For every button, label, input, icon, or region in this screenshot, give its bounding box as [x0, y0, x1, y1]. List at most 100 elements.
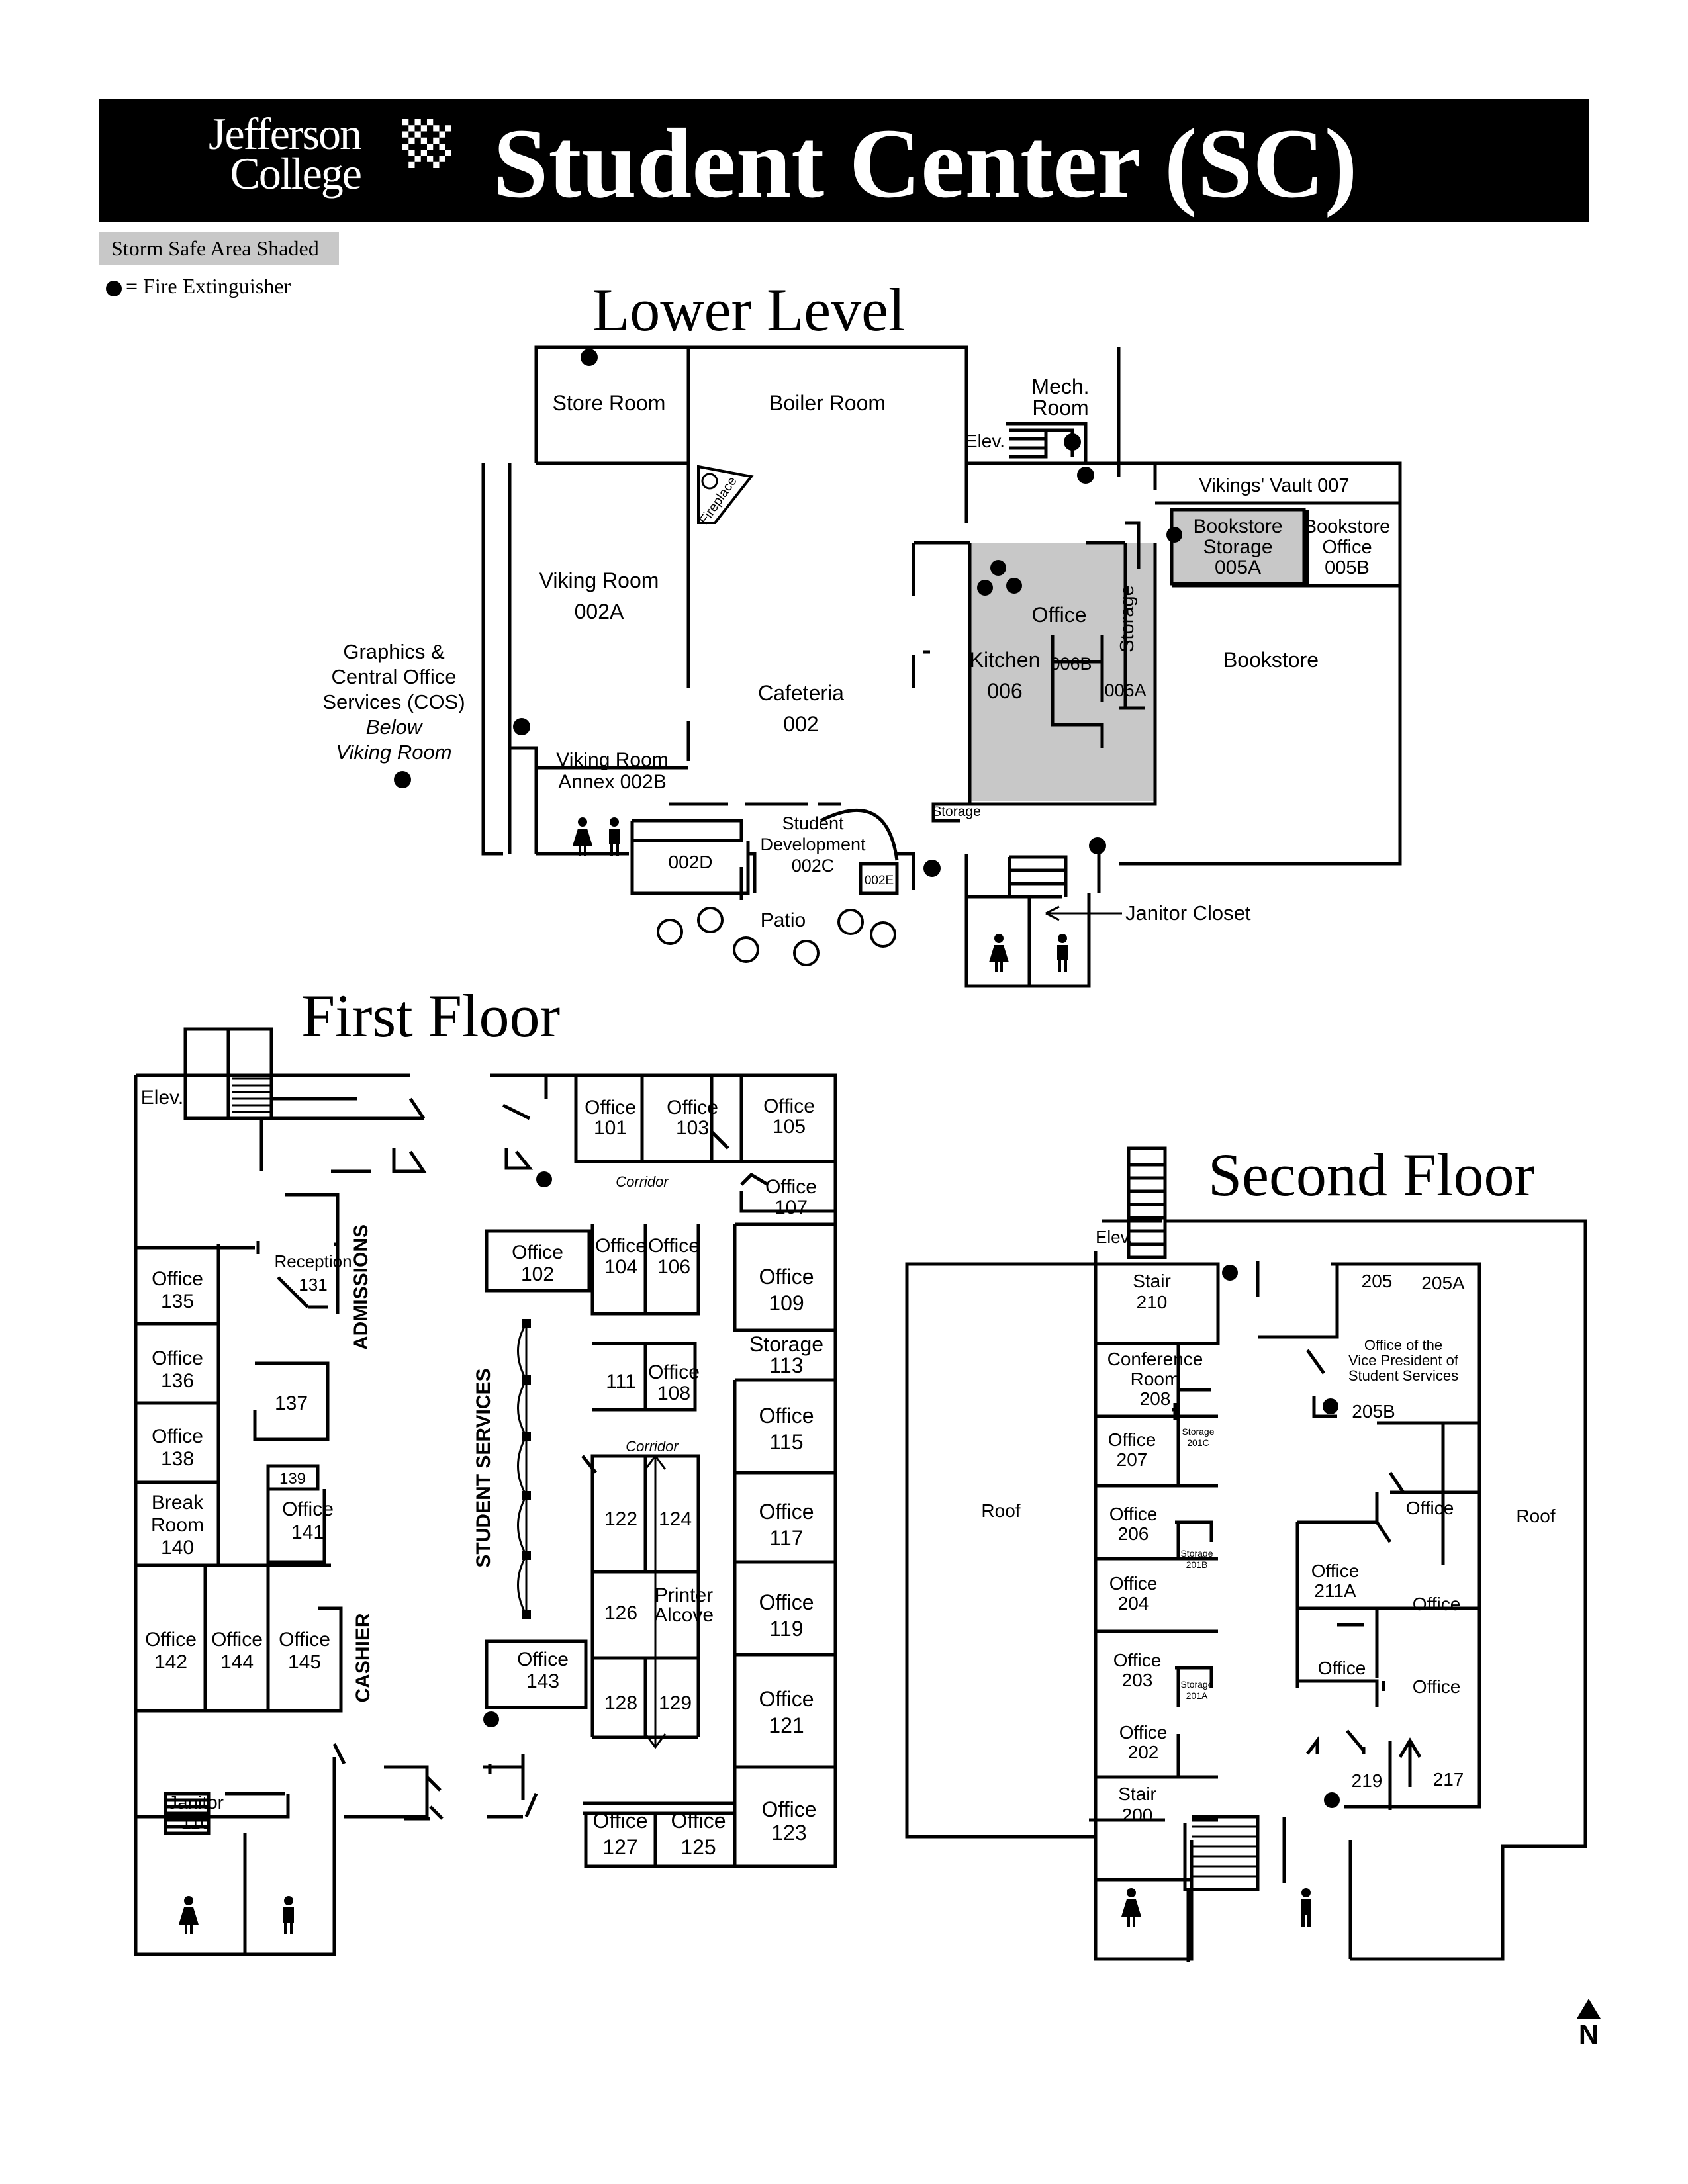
- o101-label-1: Office: [585, 1097, 636, 1118]
- reception-label-2: 131: [299, 1275, 327, 1295]
- o107-label-1: Office: [765, 1176, 817, 1198]
- roof-right-label: Roof: [1516, 1506, 1555, 1526]
- r124-label: 124: [659, 1508, 692, 1530]
- logo-line-2: College: [230, 148, 362, 199]
- bookstore-storage-label-2: Storage: [1203, 536, 1272, 558]
- o125-label-1: Office: [671, 1809, 726, 1833]
- o123-label-1: Office: [762, 1797, 817, 1821]
- bookstore-storage-label-3: 005A: [1215, 557, 1261, 578]
- o127-label-2: 127: [602, 1835, 637, 1859]
- corridor-label-1: Corridor: [616, 1173, 669, 1190]
- r205b-label: 205B: [1352, 1401, 1395, 1422]
- conference-label-3: 208: [1140, 1388, 1171, 1409]
- vp-office-label-3: Student Services: [1348, 1367, 1458, 1384]
- o141-label-2: 141: [291, 1522, 324, 1543]
- o136-label-2: 136: [161, 1370, 194, 1392]
- lower-level-title: Lower Level: [592, 276, 906, 343]
- o108-label-2: 108: [657, 1383, 690, 1404]
- o117-label-2: 117: [769, 1526, 803, 1550]
- conference-label-1: Conference: [1107, 1349, 1203, 1369]
- room-006b-label: 006B: [1050, 654, 1092, 674]
- second-elev-label: Elev.: [1096, 1227, 1133, 1247]
- kitchen-label-2: 006: [987, 679, 1022, 703]
- s201c-label-1: Storage: [1182, 1426, 1214, 1437]
- bookstore-office-label-2: Office: [1322, 537, 1372, 558]
- stair210-label-2: 210: [1137, 1292, 1168, 1312]
- kitchen-office-label: Office: [1032, 603, 1087, 627]
- break-room-label-3: 140: [161, 1537, 194, 1559]
- o105-label-2: 105: [773, 1116, 806, 1138]
- cashier-label: CASHIER: [352, 1613, 374, 1702]
- o211a-label-1: Office: [1311, 1561, 1360, 1581]
- r128-label: 128: [604, 1692, 637, 1714]
- o119-label-2: 119: [769, 1617, 803, 1641]
- o207-label-2: 207: [1117, 1449, 1148, 1470]
- o207-label-1: Office: [1108, 1430, 1156, 1450]
- printer-label-1: Printer: [655, 1584, 713, 1606]
- fire-extinguisher-legend: = Fire Extinguisher: [106, 271, 291, 300]
- office-b-label: Office: [1413, 1594, 1461, 1614]
- second-floor-plan: Elev. Stair 210 205 205A Office of the V…: [905, 1146, 1587, 1962]
- graphics-label-5: Viking Room: [336, 741, 451, 764]
- o102-label-1: Office: [512, 1242, 563, 1263]
- college-logo: Jefferson College: [209, 111, 362, 199]
- boiler-room-label: Boiler Room: [769, 391, 886, 415]
- vp-office-label-1: Office of the: [1364, 1337, 1442, 1353]
- break-room-label-2: Room: [151, 1514, 204, 1536]
- fire-extinguisher-icon: [106, 280, 122, 296]
- checkerboard-logo-icon: [402, 119, 451, 168]
- o144-label-1: Office: [211, 1629, 263, 1651]
- north-arrow: N: [1572, 1999, 1605, 2050]
- o109-label-1: Office: [759, 1265, 814, 1289]
- bookstore-office-label-1: Bookstore: [1304, 516, 1391, 537]
- o141-label-1: Office: [282, 1498, 334, 1520]
- bookstore-label: Bookstore: [1223, 648, 1319, 672]
- cafeteria-label-1: Cafeteria: [758, 681, 844, 705]
- o204-label-2: 204: [1118, 1593, 1149, 1614]
- o145-label-2: 145: [288, 1651, 321, 1673]
- o101-label-2: 101: [594, 1117, 627, 1139]
- room-006a-label: 006A: [1104, 680, 1146, 700]
- r139-label: 139: [279, 1470, 306, 1488]
- mech-room-label-2: Room: [1032, 396, 1088, 420]
- o117-label-1: Office: [759, 1500, 814, 1524]
- graphics-label-4: Below: [366, 715, 424, 739]
- o202-label-1: Office: [1119, 1722, 1168, 1743]
- bookstore-storage-storm-shade: [1172, 510, 1304, 584]
- janitor-label-2: 110: [181, 1812, 211, 1833]
- r205-label: 205: [1362, 1271, 1393, 1291]
- stair210-label-1: Stair: [1133, 1271, 1171, 1291]
- o211a-label-2: 211A: [1314, 1580, 1356, 1601]
- janitor-label-1: Janitor: [168, 1792, 224, 1813]
- first-elev-label: Elev.: [141, 1087, 183, 1109]
- o142-label-2: 142: [154, 1651, 187, 1673]
- o121-label-1: Office: [759, 1687, 814, 1711]
- o104-label-2: 104: [604, 1256, 637, 1278]
- o107-label-2: 107: [774, 1197, 808, 1218]
- s201a-label-2: 201A: [1186, 1690, 1208, 1701]
- lower-elev-label: Elev.: [965, 431, 1005, 451]
- o102-label-2: 102: [521, 1263, 554, 1285]
- admissions-label: ADMISSIONS: [350, 1224, 372, 1350]
- o142-label-1: Office: [145, 1629, 197, 1651]
- o143-label-1: Office: [517, 1649, 569, 1670]
- second-floor-title: Second Floor: [1208, 1141, 1535, 1208]
- o138-label-2: 138: [161, 1448, 194, 1470]
- conference-label-2: Room: [1131, 1369, 1180, 1389]
- reception-label-1: Reception: [274, 1251, 352, 1271]
- vikings-vault-label: Vikings' Vault 007: [1199, 475, 1350, 496]
- o144-label-2: 144: [220, 1651, 254, 1673]
- o108-label-1: Office: [648, 1361, 700, 1383]
- student-dev-label-2: Development: [760, 835, 866, 854]
- s201b-label-1: Storage: [1180, 1548, 1213, 1559]
- office-a-label: Office: [1406, 1498, 1454, 1518]
- viking-room-label-1: Viking Room: [539, 569, 659, 592]
- office-d-label: Office: [1413, 1676, 1461, 1697]
- o206-label-1: Office: [1109, 1504, 1158, 1524]
- o123-label-2: 123: [771, 1821, 806, 1844]
- o119-label-1: Office: [759, 1590, 814, 1614]
- o103-label-1: Office: [667, 1097, 718, 1118]
- logo-line-1: Jefferson: [209, 109, 362, 159]
- r217-label: 217: [1433, 1769, 1464, 1790]
